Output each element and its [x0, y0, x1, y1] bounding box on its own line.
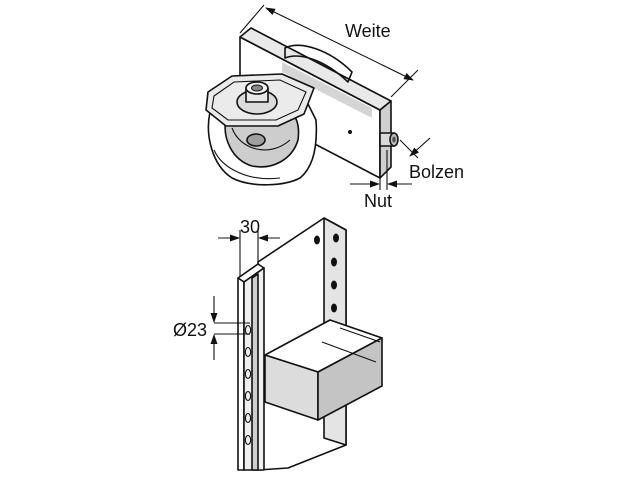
nut-label: Nut — [364, 191, 392, 211]
bolt — [379, 132, 399, 147]
dim-30-label: 30 — [240, 217, 260, 237]
slotted-strip — [237, 263, 265, 471]
dim-30: 30 — [218, 217, 280, 276]
dia-23-label: Ø23 — [173, 320, 207, 340]
plate-hole — [348, 130, 352, 134]
strip-holes — [244, 324, 252, 446]
nut-dimension: Nut — [350, 150, 412, 211]
bolzen-callout: Bolzen — [399, 137, 464, 182]
strip-front-left — [237, 277, 245, 471]
coupling-assembly: Weite Bolzen Nut — [205, 4, 464, 211]
coupling-jaw — [205, 73, 318, 186]
bolzen-label: Bolzen — [409, 162, 464, 182]
weite-label: Weite — [345, 21, 391, 41]
crossbar — [264, 319, 383, 421]
strip-slot — [251, 273, 259, 471]
dia-23: Ø23 — [173, 296, 250, 360]
weite-dimension: Weite — [239, 4, 419, 98]
column-assembly: 30 Ø23 — [173, 217, 383, 471]
